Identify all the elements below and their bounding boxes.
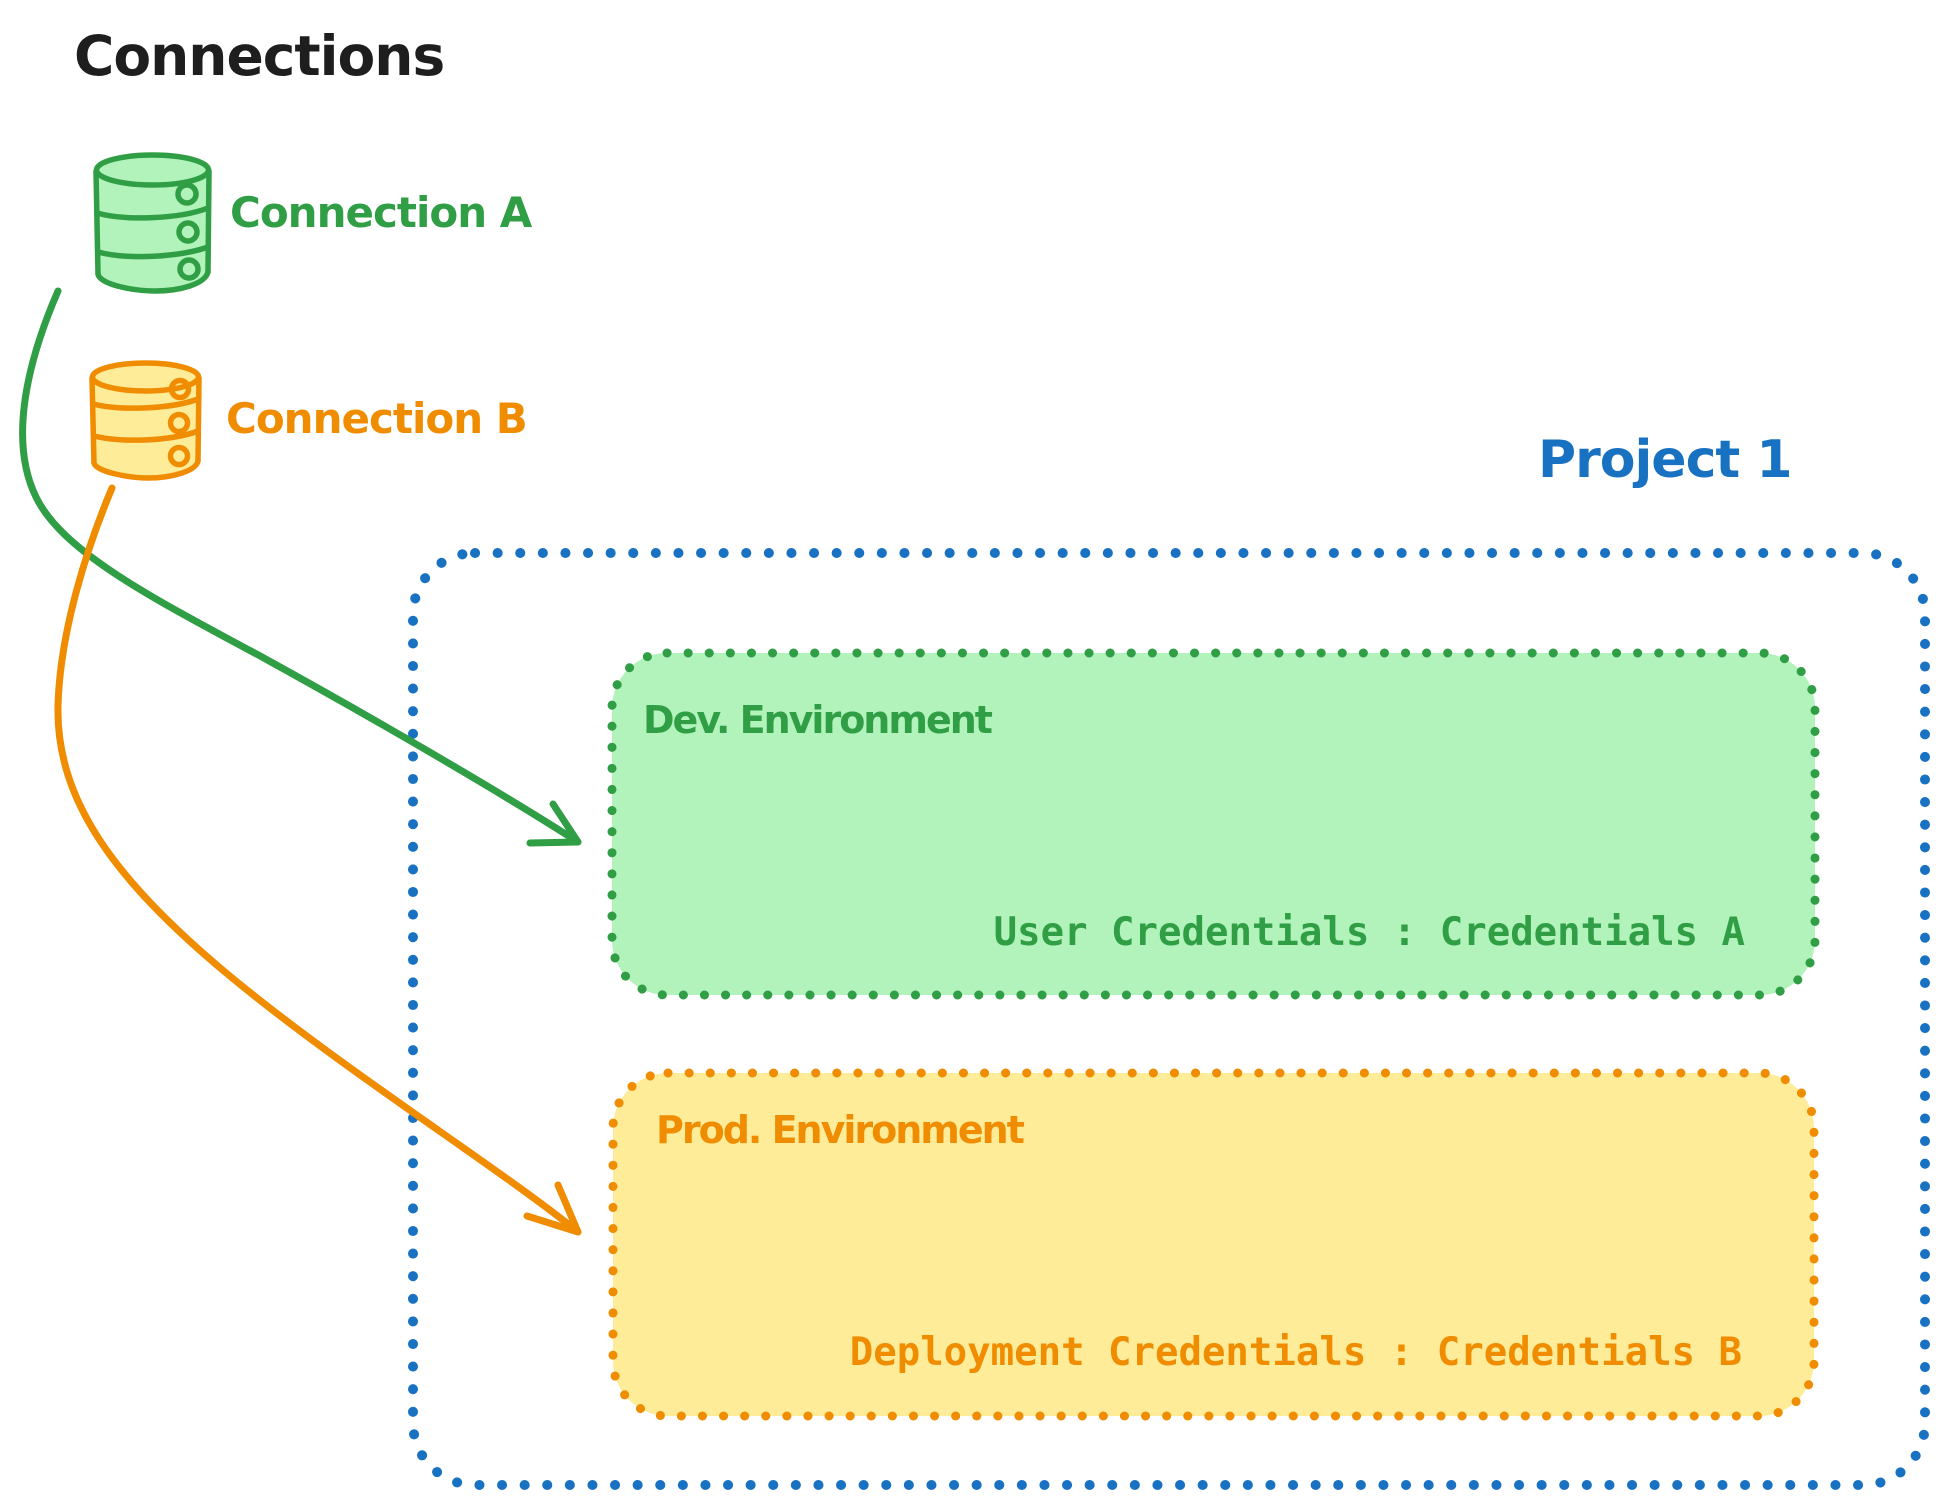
prod-environment-title: Prod. Environment — [656, 1108, 1025, 1152]
prod-credentials-text: Deployment Credentials : Credentials B — [849, 1330, 1742, 1375]
arrowhead-icon — [523, 1181, 582, 1236]
project-title: Project 1 — [1538, 430, 1793, 490]
connection-b-label: Connection B — [226, 394, 528, 443]
dev-environment-title: Dev. Environment — [643, 698, 993, 742]
diagram-title: Connections — [74, 24, 445, 88]
arrow-line — [19, 287, 582, 846]
connection-a-arrow — [19, 287, 582, 847]
dev-environment-box — [607, 648, 1820, 1000]
database-icon-connection-a — [93, 152, 212, 294]
dev-credentials-text: User Credentials : Credentials A — [993, 910, 1745, 955]
prod-environment-box — [608, 1068, 1819, 1421]
connection-a-label: Connection A — [230, 188, 532, 237]
arrowhead-icon — [526, 800, 582, 847]
database-icon-connection-b — [89, 360, 202, 481]
arrow-line — [54, 484, 582, 1236]
connection-b-arrow — [54, 484, 582, 1236]
